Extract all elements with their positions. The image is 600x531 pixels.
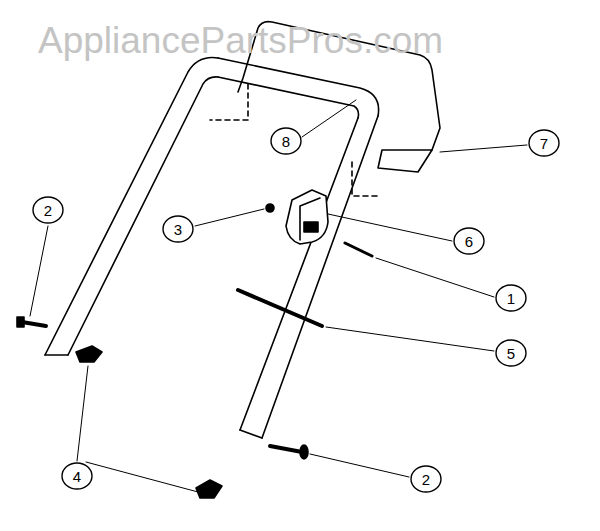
callout-circle: 3 [162,215,194,243]
callout-number: 2 [422,472,430,487]
callout-outline [33,197,63,223]
callout-number: 2 [44,203,52,218]
callout-outline [62,463,92,489]
hidden-line [352,162,378,196]
screw [266,204,274,212]
callout-outline [496,340,526,366]
callout-number: 7 [540,136,548,151]
bolt [345,243,372,256]
callout-number: 8 [282,134,290,149]
tube-end [240,430,262,438]
knob [196,480,222,498]
tube-end [45,354,68,356]
callout-circle: 7 [528,129,560,157]
handle-tube [262,116,378,438]
callout-outline [411,466,441,492]
leader-line [30,226,48,316]
callout-circle: 2 [32,196,64,224]
callout-number: 5 [507,346,515,361]
leader-line [440,145,527,152]
leader-line [86,462,198,492]
watermark: AppliancePartsPros.com [38,22,443,59]
callout-outline [529,130,559,156]
handle-tube [218,77,359,118]
callout-circle: 2 [410,465,442,493]
callout-number: 6 [465,234,473,249]
bail-tab [378,150,432,172]
callout-outline [454,228,484,254]
handle-tube [240,118,358,430]
hidden-line [210,84,248,120]
cable [238,290,322,326]
callout-outline [271,128,301,154]
handle-tube [45,58,218,355]
control-box-slot [304,222,318,232]
callout-number: 4 [73,469,81,484]
bolt [270,446,302,452]
callout-outline [163,216,193,242]
control-box-edge [300,198,320,240]
leader-line [195,209,264,226]
callout-circle: 6 [453,227,485,255]
leader-line [77,366,88,461]
callout-outline [496,285,526,311]
leader-line [328,214,452,241]
callout-number: 1 [507,291,515,306]
bolt-head [300,445,308,459]
callout-number: 3 [174,222,182,237]
callout-circle: 8 [270,127,302,155]
leader-line [302,100,356,137]
control-box [286,190,328,244]
leader-line [326,327,494,351]
callout-circle: 4 [61,462,93,490]
handle-tube [68,77,218,355]
bolt [22,322,46,326]
knob [76,346,102,362]
callout-circle: 1 [495,284,527,312]
leader-line [310,454,409,477]
callout-circle: 5 [495,339,527,367]
bolt-head [17,317,24,327]
leader-line [376,258,494,297]
